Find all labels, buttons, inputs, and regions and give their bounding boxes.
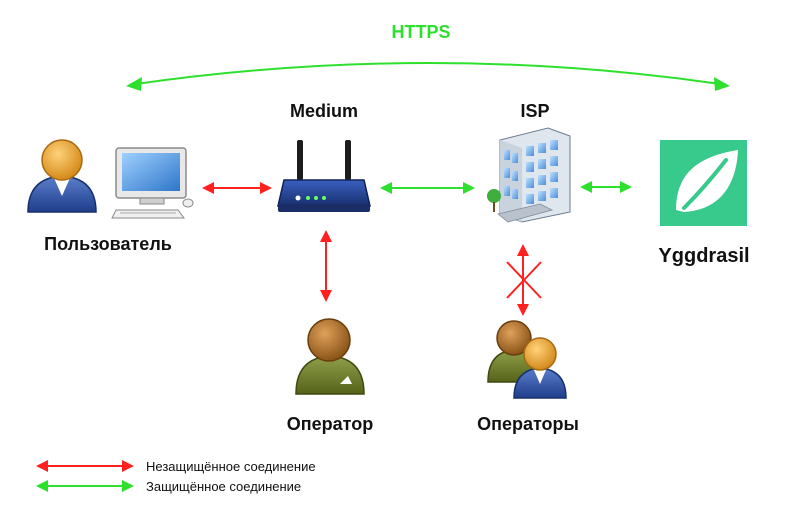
secure-link-medium-isp — [380, 182, 475, 194]
legend-insecure-label: Незащищённое соединение — [146, 459, 316, 474]
https-label: HTTPS — [391, 22, 450, 42]
wifi-router-icon — [277, 140, 371, 212]
legend-secure-label: Защищённое соединение — [146, 479, 301, 494]
office-building-icon — [487, 127, 571, 223]
user-label: Пользователь — [44, 234, 172, 254]
isp-label: ISP — [520, 101, 549, 121]
insecure-link-medium-operator — [320, 230, 332, 302]
operators-label: Операторы — [477, 414, 579, 434]
leaf-logo-icon — [660, 140, 747, 226]
x-cross-icon — [506, 261, 542, 299]
secure-link-isp-yggdrasil — [580, 181, 632, 193]
group-icon — [487, 320, 567, 399]
medium-label: Medium — [290, 101, 358, 121]
operator-label: Оператор — [287, 414, 373, 434]
insecure-link-user-medium — [202, 182, 272, 194]
legend-insecure-arrow — [36, 460, 134, 472]
legend: Незащищённое соединение Защищённое соеди… — [36, 459, 316, 494]
desktop-computer-icon — [111, 147, 194, 219]
operator-person-icon — [295, 318, 365, 395]
yggdrasil-label: Yggdrasil — [658, 245, 749, 267]
legend-secure-arrow — [36, 480, 134, 492]
https-arc — [126, 62, 730, 91]
user-person-icon — [27, 139, 97, 213]
